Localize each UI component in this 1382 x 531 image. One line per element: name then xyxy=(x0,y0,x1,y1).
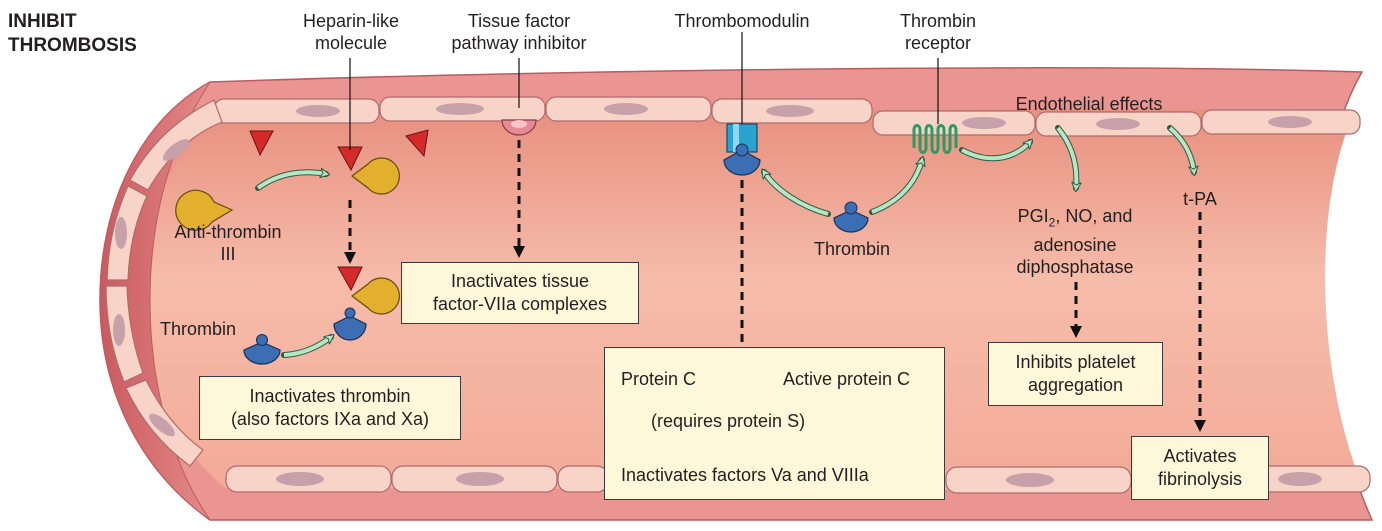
label-pgi2-line-3: diphosphatase xyxy=(1016,256,1134,277)
thrombin-free-left xyxy=(243,334,281,365)
label-tpa: t-PA xyxy=(1183,189,1217,209)
box-activates-fibrinolysis-line-1: Activates xyxy=(1163,446,1237,466)
box-inhibits-platelet-line-2: aggregation xyxy=(1027,375,1124,395)
box-inhibits-platelet: Inhibits platelet aggregation xyxy=(988,342,1163,406)
nuclei-left xyxy=(113,139,190,437)
thrombin-receptor-molecule xyxy=(912,124,958,154)
label-antithrombin-line-1: Anti-thrombin xyxy=(174,222,282,242)
antithrombin-free xyxy=(175,189,234,231)
box-inactivates-tissue-factor: Inactivates tissue factor-VIIa complexes xyxy=(401,262,639,324)
box-inactivates-thrombin-line-1: Inactivates thrombin xyxy=(249,386,411,406)
box-inactivates-tissue-factor-line-1: Inactivates tissue xyxy=(450,271,590,291)
label-tfpi-line-1: Tissue factor xyxy=(467,11,571,31)
label-tfpi: Tissue factor pathway inhibitor xyxy=(434,10,604,54)
tfpi-molecule xyxy=(501,119,537,136)
box-inactivates-tissue-factor-line-2: factor-VIIa complexes xyxy=(432,294,608,314)
label-pgi2-line-2: adenosine xyxy=(1033,234,1117,255)
antithrombin-heparin-complex xyxy=(337,146,400,195)
label-tfpi-line-2: pathway inhibitor xyxy=(451,33,587,53)
diagram-heading: INHIBIT THROMBOSIS xyxy=(8,10,137,58)
box-inhibits-platelet-line-1: Inhibits platelet xyxy=(1015,352,1136,372)
text-requires-protein-s: (requires protein S) xyxy=(651,411,806,431)
label-pgi2: PGI2, NO, and adenosine diphosphatase xyxy=(994,205,1156,278)
label-pgi2-subscript: 2 xyxy=(1048,215,1056,230)
heading-line-2: THROMBOSIS xyxy=(8,35,137,56)
box-activates-fibrinolysis-line-2: fibrinolysis xyxy=(1157,469,1243,489)
box-inactivates-thrombin: Inactivates thrombin (also factors IXa a… xyxy=(199,376,461,440)
label-pgi2-prefix: PGI xyxy=(1017,206,1049,226)
heparin-free-triangle-1 xyxy=(249,130,274,157)
label-heparin-line-1: Heparin-like xyxy=(302,11,400,31)
text-inactivates-factors: Inactivates factors Va and VIIIa xyxy=(621,465,869,485)
text-protein-c: Protein C xyxy=(621,369,697,389)
label-thrombin-receptor-line-1: Thrombin xyxy=(899,11,977,31)
nuclei-top xyxy=(296,103,1312,130)
box-protein-c-pathway: Protein C Active protein C (requires pro… xyxy=(604,347,945,500)
nuclei-bottom xyxy=(276,472,1322,487)
label-thrombin-center: Thrombin xyxy=(813,239,891,259)
label-heparin-line-2: molecule xyxy=(314,33,388,53)
box-activates-fibrinolysis: Activates fibrinolysis xyxy=(1131,436,1269,500)
label-heparin: Heparin-like molecule xyxy=(286,10,416,54)
thrombomodulin-molecule xyxy=(723,123,761,176)
thrombin-free-center xyxy=(833,201,869,233)
label-thrombomodulin: Thrombomodulin xyxy=(674,11,810,31)
label-thrombin-receptor: Thrombin receptor xyxy=(876,10,1000,54)
label-thrombin-left: Thrombin xyxy=(160,319,237,339)
label-thrombin-receptor-line-2: receptor xyxy=(904,33,972,53)
box-inactivates-thrombin-line-2: (also factors IXa and Xa) xyxy=(230,409,430,429)
endothelial-cells-top xyxy=(213,96,1361,137)
label-antithrombin: Anti-thrombin III xyxy=(160,221,296,265)
label-pgi2-suffix: , NO, and xyxy=(1055,206,1133,226)
heading-line-1: INHIBIT xyxy=(8,11,77,32)
label-endothelial-effects: Endothelial effects xyxy=(1015,94,1163,114)
text-active-protein-c: Active protein C xyxy=(783,369,911,389)
heparin-free-triangle-2 xyxy=(405,129,429,158)
label-antithrombin-line-2: III xyxy=(220,244,236,264)
antithrombin-thrombin-complex xyxy=(333,266,400,341)
label-pgi2-line-1: PGI2, NO, and xyxy=(994,205,1156,234)
